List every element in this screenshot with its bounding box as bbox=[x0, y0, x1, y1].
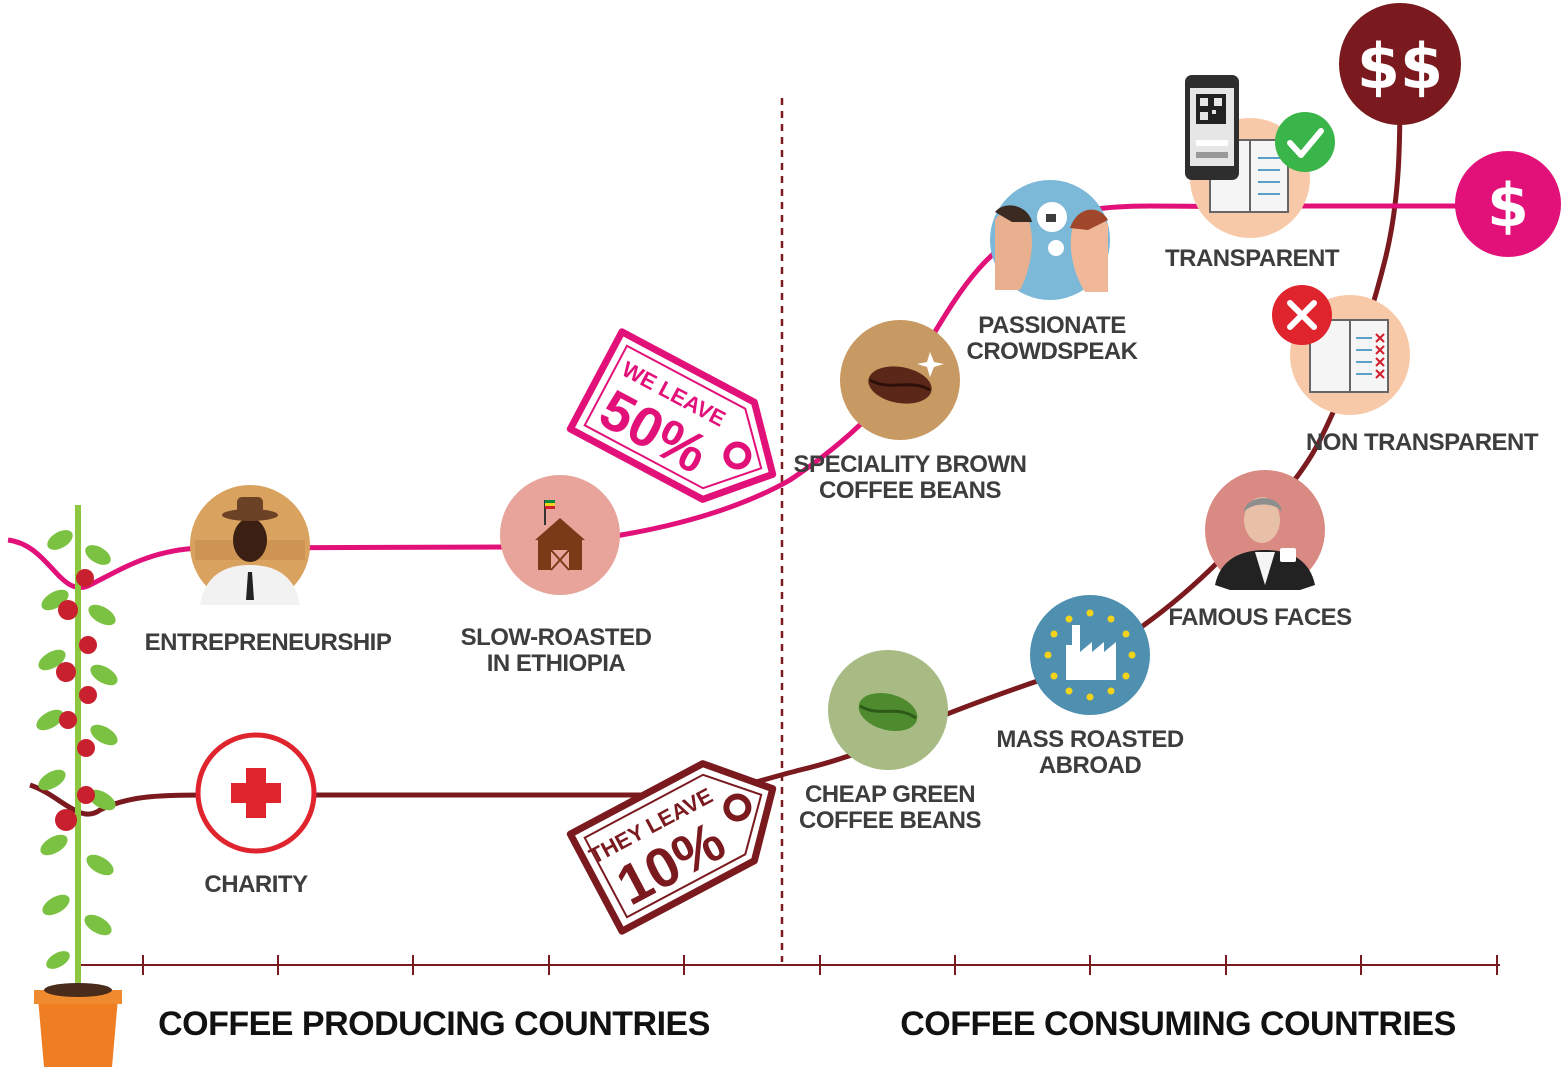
barn-icon bbox=[535, 500, 585, 571]
double-dollar-icon bbox=[1339, 3, 1461, 125]
slow-roasted-node bbox=[500, 475, 620, 595]
celebrity-face-icon bbox=[1244, 497, 1280, 543]
person-right-icon bbox=[1070, 213, 1108, 292]
label-non-transparent: NON TRANSPARENT bbox=[1306, 429, 1539, 456]
price-double-dollar: $$ bbox=[1339, 3, 1461, 125]
we-leave-50-tag: WE LEAVE 50% bbox=[566, 328, 777, 503]
sparkle-icon bbox=[917, 352, 944, 377]
label-transparent: TRANSPARENT bbox=[1165, 245, 1340, 272]
label-cheap-green-line1: CHEAP GREEN bbox=[805, 781, 975, 808]
famous-faces-node bbox=[1205, 470, 1325, 590]
plant-pot bbox=[38, 998, 118, 1067]
person-left-icon bbox=[995, 209, 1032, 290]
eu-stars-icon bbox=[1044, 609, 1136, 701]
smartphone-qr-icon bbox=[1185, 75, 1239, 180]
label-crowdspeak-line2: CROWDSPEAK bbox=[966, 338, 1138, 365]
label-mass-roasted-line2: ABROAD bbox=[1039, 752, 1141, 779]
label-cheap-green-line2: COFFEE BEANS bbox=[799, 807, 982, 834]
label-slow-roasted-line2: IN ETHIOPIA bbox=[487, 650, 626, 677]
they-leave-10-tag: THEY LEAVE 10% bbox=[566, 760, 777, 935]
bottom-axis bbox=[80, 955, 1500, 975]
label-mass-roasted-line1: MASS ROASTED bbox=[996, 726, 1184, 753]
axis-label-producing: COFFEE PRODUCING COUNTRIES bbox=[158, 1005, 710, 1043]
label-charity: CHARITY bbox=[204, 871, 308, 898]
price-double-text: $$ bbox=[1357, 30, 1443, 103]
green-coffee-bean-icon bbox=[858, 692, 918, 732]
tag-hole-icon bbox=[723, 441, 752, 470]
dollar-icon bbox=[1455, 151, 1561, 257]
label-speciality-line2: COFFEE BEANS bbox=[819, 477, 1002, 504]
entrepreneurship-node bbox=[190, 485, 310, 605]
label-crowdspeak-line1: PASSIONATE bbox=[978, 312, 1126, 339]
factory-icon bbox=[1066, 625, 1116, 680]
mass-roasted-node bbox=[1030, 595, 1150, 715]
open-book-crossed-icon bbox=[1309, 319, 1389, 393]
espresso-cup-icon bbox=[1280, 548, 1296, 562]
hat-icon bbox=[237, 497, 263, 515]
coffee-plant-icon bbox=[34, 505, 122, 1067]
checkmark-icon bbox=[1275, 112, 1335, 172]
red-cross-icon bbox=[231, 768, 281, 818]
speciality-brown-beans-node bbox=[840, 320, 960, 440]
price-single-dollar: $ bbox=[1455, 151, 1561, 257]
label-speciality-line1: SPECIALITY BROWN bbox=[794, 451, 1027, 478]
axis-label-consuming: COFFEE CONSUMING COUNTRIES bbox=[900, 1005, 1456, 1043]
label-entrepreneurship: ENTREPRENEURSHIP bbox=[145, 629, 392, 656]
label-famous-faces: FAMOUS FACES bbox=[1168, 604, 1352, 631]
charity-node bbox=[195, 732, 317, 854]
price-single-text: $ bbox=[1487, 171, 1529, 241]
axis-ticks bbox=[142, 955, 1498, 975]
tag-hole-icon bbox=[723, 793, 752, 822]
transparent-node bbox=[1185, 75, 1335, 238]
non-transparent-node bbox=[1272, 285, 1410, 415]
cheap-green-beans-node bbox=[828, 650, 948, 770]
label-slow-roasted-line1: SLOW-ROASTED bbox=[461, 624, 652, 651]
crowdspeak-node bbox=[990, 180, 1110, 300]
brown-coffee-bean-icon bbox=[868, 366, 932, 404]
